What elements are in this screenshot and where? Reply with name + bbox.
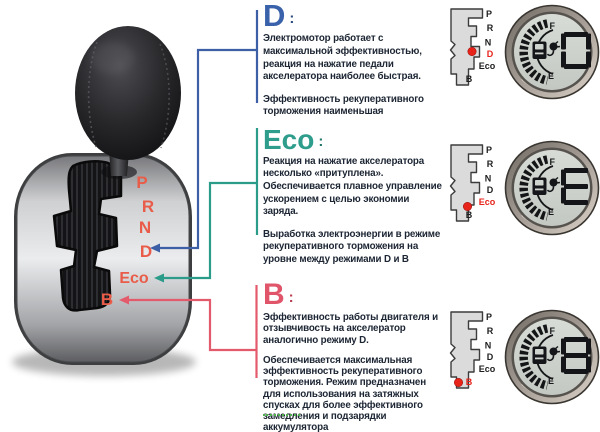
charge-segments-arc bbox=[519, 155, 549, 221]
section-b-paragraph-2: Обеспечивается максимальная эффективност… bbox=[263, 355, 426, 432]
section-eco: Eco : Реакция на нажатие акселератора не… bbox=[263, 124, 478, 267]
plate-label-d: D bbox=[140, 242, 152, 261]
gate-outline bbox=[449, 8, 484, 86]
section-d-title: D : bbox=[263, 0, 478, 33]
gate-label-eco: Eco bbox=[479, 61, 496, 71]
active-position-dot bbox=[467, 46, 477, 56]
gate-outline bbox=[449, 144, 484, 222]
gate-label-b-active: B bbox=[466, 377, 473, 387]
charge-segments-arc bbox=[519, 19, 549, 85]
section-eco-title: Eco : bbox=[263, 124, 478, 155]
title-colon: : bbox=[289, 10, 295, 28]
full-label: F bbox=[550, 157, 556, 167]
charging-station-icon bbox=[532, 40, 561, 59]
seven-segment-letter bbox=[561, 168, 588, 205]
charge-segments-arc bbox=[519, 324, 549, 390]
gate-label-p: P bbox=[486, 145, 492, 155]
battery-gauge-eco: F E bbox=[504, 140, 600, 236]
empty-label: E bbox=[548, 376, 554, 386]
gate-label-r: R bbox=[487, 23, 494, 33]
section-b-paragraph-1: Эффективность работы двигателя и отзывчи… bbox=[263, 311, 438, 346]
charging-station-icon bbox=[532, 176, 561, 195]
spellcheck-underline bbox=[263, 414, 300, 416]
gate-label-b: B bbox=[466, 210, 473, 220]
plate-label-n: N bbox=[139, 218, 151, 237]
charging-station-icon bbox=[532, 345, 561, 364]
plate-label-eco: Eco bbox=[119, 270, 149, 287]
gate-label-p: P bbox=[486, 312, 492, 322]
title-colon: : bbox=[318, 132, 324, 150]
mode-letter-eco: Eco bbox=[263, 124, 315, 155]
plate-label-b: B bbox=[101, 290, 113, 309]
section-b-title: B : bbox=[263, 278, 478, 311]
gear-knob bbox=[75, 26, 181, 160]
section-eco-paragraph-2: Выработка электроэнергии в режиме рекупе… bbox=[263, 228, 441, 265]
gate-label-n: N bbox=[485, 174, 492, 184]
mode-letter-b: B bbox=[263, 278, 285, 311]
section-d: D : Электромотор работает с максимальной… bbox=[263, 0, 478, 119]
gate-label-n: N bbox=[485, 38, 492, 48]
plate-label-p: P bbox=[136, 173, 147, 192]
empty-label: E bbox=[548, 207, 554, 217]
gate-label-d: D bbox=[487, 352, 494, 362]
seven-segment-letter bbox=[561, 32, 591, 69]
battery-gauge-d: F E bbox=[504, 4, 600, 100]
gate-outline bbox=[449, 311, 484, 389]
empty-label: E bbox=[548, 71, 554, 81]
gate-label-r: R bbox=[487, 159, 494, 169]
seven-segment-letter bbox=[561, 337, 591, 374]
gate-label-eco: Eco bbox=[479, 364, 496, 374]
knob-highlight bbox=[90, 42, 134, 74]
active-position-dot bbox=[454, 378, 463, 388]
title-colon: : bbox=[288, 288, 294, 306]
plate-label-r: R bbox=[142, 197, 154, 216]
mode-letter-d: D bbox=[263, 0, 286, 33]
gate-label-d-active: D bbox=[487, 49, 494, 59]
full-label: F bbox=[550, 326, 556, 336]
gate-label-n: N bbox=[485, 341, 492, 351]
section-eco-paragraph-1: Реакция на нажатие акселератора нескольк… bbox=[263, 155, 442, 218]
full-label: F bbox=[550, 21, 556, 31]
gate-label-b: B bbox=[466, 74, 473, 84]
section-d-paragraph-1: Электромотор работает с максимальной эфф… bbox=[263, 33, 422, 83]
gate-label-d: D bbox=[487, 185, 494, 195]
gate-label-p: P bbox=[486, 9, 492, 19]
gate-diagram-b: P R N D Eco B bbox=[449, 311, 496, 389]
section-d-paragraph-2: Эффективность рекуперативного торможения… bbox=[263, 93, 424, 118]
gate-label-r: R bbox=[487, 326, 494, 336]
gate-diagram-d: P R N D Eco B bbox=[449, 8, 496, 86]
gear-shifter-photo: P R N D Eco B bbox=[12, 26, 196, 376]
gate-label-eco-active: Eco bbox=[479, 197, 496, 207]
active-position-dot bbox=[463, 201, 472, 211]
gate-diagram-eco: P R N D Eco B bbox=[449, 144, 496, 222]
battery-gauge-b: F E bbox=[504, 309, 600, 405]
section-b: B : Эффективность работы двигателя и отз… bbox=[263, 278, 478, 432]
